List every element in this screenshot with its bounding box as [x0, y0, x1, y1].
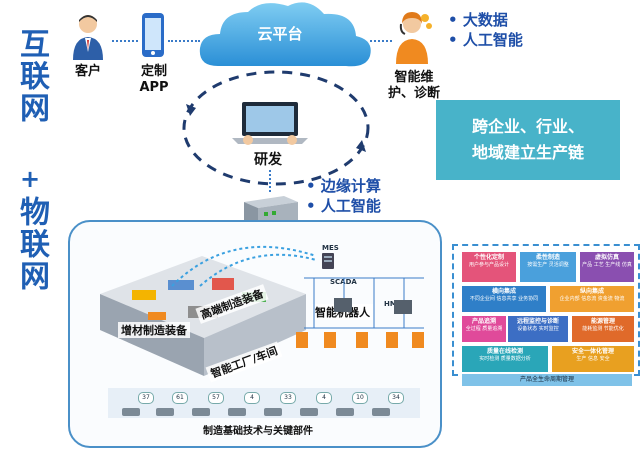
additive-manufacturing-label: 增材制造装备 — [118, 322, 190, 338]
bullet-big-data: 大数据 — [448, 10, 508, 30]
maintenance-label-line1: 智能维 — [394, 70, 434, 85]
lifecycle-cell-sub: 不同企业间 信息共享 业务协同 — [469, 296, 539, 302]
rnd-label: 研发 — [254, 152, 282, 168]
lifecycle-cell-title: 能源管理 — [590, 318, 615, 325]
hmi-label: HMI — [384, 300, 400, 308]
lifecycle-cell-title: 远程监控与诊断 — [516, 318, 559, 325]
chain-line2: 地域建立生产链 — [471, 143, 584, 162]
lifecycle-cell-sub: 按需生产 灵活调整 — [527, 262, 569, 268]
lifecycle-cell-sub: 实时检测 质量数据分析 — [479, 356, 531, 362]
lifecycle-cell-7: 远程监控与诊断设备状态 实时监控 — [508, 316, 568, 342]
lifecycle-cell-sub: 全过程 质量追溯 — [465, 326, 503, 332]
lifecycle-cell-10: 安全一体化管理生产 信息 安全 — [552, 346, 634, 372]
lifecycle-cell-4: 横向集成不同企业间 信息共享 业务协同 — [462, 286, 546, 312]
foundation-label: 制造基础技术与关键部件 — [203, 426, 313, 437]
lifecycle-cell-sub: 用户参与产品设计 — [468, 262, 509, 268]
lifecycle-cell-2: 柔性制造按需生产 灵活调整 — [520, 252, 576, 282]
robot-network-lines — [296, 277, 424, 348]
device-6 — [300, 408, 318, 416]
bullet-edge-computing: 边缘计算 — [306, 176, 381, 196]
lifecycle-cell-title: 横向集成 — [491, 288, 516, 295]
left-title-iot: 物联网 — [14, 196, 49, 292]
lifecycle-cell-title: 个性化定制 — [473, 254, 504, 261]
device-number-8: 34 — [388, 392, 404, 404]
lifecycle-cell-5: 纵向集成企业内部 信息流 资金流 物流 — [550, 286, 634, 312]
cloud-platform-label: 云平台 — [257, 25, 303, 43]
lifecycle-cell-title: 柔性制造 — [535, 254, 560, 261]
device-number-3: 57 — [208, 392, 224, 404]
lifecycle-cell-sub: 设备状态 实时监控 — [517, 326, 559, 332]
internet-label: 互联网 — [14, 28, 49, 124]
device-number-5: 33 — [280, 392, 296, 404]
lifecycle-cell-sub: 能耗监测 节能优化 — [582, 326, 624, 332]
lifecycle-cell-9: 质量在线检测实时检测 质量数据分析 — [462, 346, 548, 372]
rnd-cycle-ellipse — [182, 70, 370, 186]
customer-icon — [73, 15, 103, 60]
lifecycle-cell-title: 产品追溯 — [471, 318, 496, 325]
left-title-internet: 互联网 — [14, 28, 49, 124]
mes-label: MES — [322, 244, 339, 252]
app-label: 定制 APP — [130, 64, 178, 96]
device-number-1: 37 — [138, 392, 154, 404]
production-chain-box: 跨企业、行业、 地域建立生产链 — [436, 100, 620, 180]
app-cloud-link — [168, 40, 200, 42]
lifecycle-cell-3: 虚拟仿真产品 工艺 生产线 仿真 — [580, 252, 634, 282]
device-4 — [228, 408, 246, 416]
phone-icon — [142, 13, 164, 57]
device-7 — [336, 408, 354, 416]
lifecycle-cell-sub: 生产 信息 安全 — [576, 356, 610, 362]
lifecycle-cell-sub: 产品 工艺 生产线 仿真 — [582, 262, 632, 268]
device-number-2: 61 — [172, 392, 188, 404]
wireless-arc-lines — [171, 245, 317, 287]
app-label-line2: APP — [139, 80, 169, 95]
lifecycle-cell-1: 个性化定制用户参与产品设计 — [462, 252, 516, 282]
bullet-edge-ai: 人工智能 — [306, 196, 381, 216]
device-3 — [192, 408, 210, 416]
lifecycle-cell-title: 纵向集成 — [579, 288, 604, 295]
rnd-edge-link — [269, 170, 271, 192]
iot-label: 物联网 — [14, 196, 49, 292]
bullet-ai: 人工智能 — [448, 30, 523, 50]
cloud-platform-icon — [199, 2, 371, 67]
maintenance-label-line2: 护、诊断 — [387, 86, 440, 101]
device-2 — [156, 408, 174, 416]
app-label-line1: 定制 — [140, 64, 167, 79]
cloud-maintenance-link — [370, 40, 392, 42]
maintenance-person-icon — [396, 12, 432, 64]
laptop-icon — [232, 102, 308, 145]
customer-label: 客户 — [74, 64, 101, 79]
device-5 — [264, 408, 282, 416]
device-1 — [122, 408, 140, 416]
server-icon — [322, 253, 334, 269]
lifecycle-footer: 产品全生命周期管理 — [462, 374, 632, 386]
device-8 — [372, 408, 390, 416]
device-number-6: 4 — [316, 392, 332, 404]
plus-sign: + — [20, 165, 41, 193]
lifecycle-cell-title: 质量在线检测 — [486, 348, 523, 355]
scada-label: SCADA — [330, 278, 357, 286]
lifecycle-cell-6: 产品追溯全过程 质量追溯 — [462, 316, 506, 342]
lifecycle-cell-8: 能源管理能耗监测 节能优化 — [572, 316, 634, 342]
customer-app-link — [112, 40, 138, 42]
device-number-7: 10 — [352, 392, 368, 404]
chain-line1: 跨企业、行业、 — [471, 117, 584, 136]
lifecycle-cell-title: 安全一体化管理 — [571, 348, 614, 355]
lifecycle-cell-title: 虚拟仿真 — [594, 254, 619, 261]
maintenance-label: 智能维 护、诊断 — [376, 70, 452, 102]
device-number-4: 4 — [244, 392, 260, 404]
lifecycle-cell-sub: 企业内部 信息流 资金流 物流 — [559, 296, 625, 302]
